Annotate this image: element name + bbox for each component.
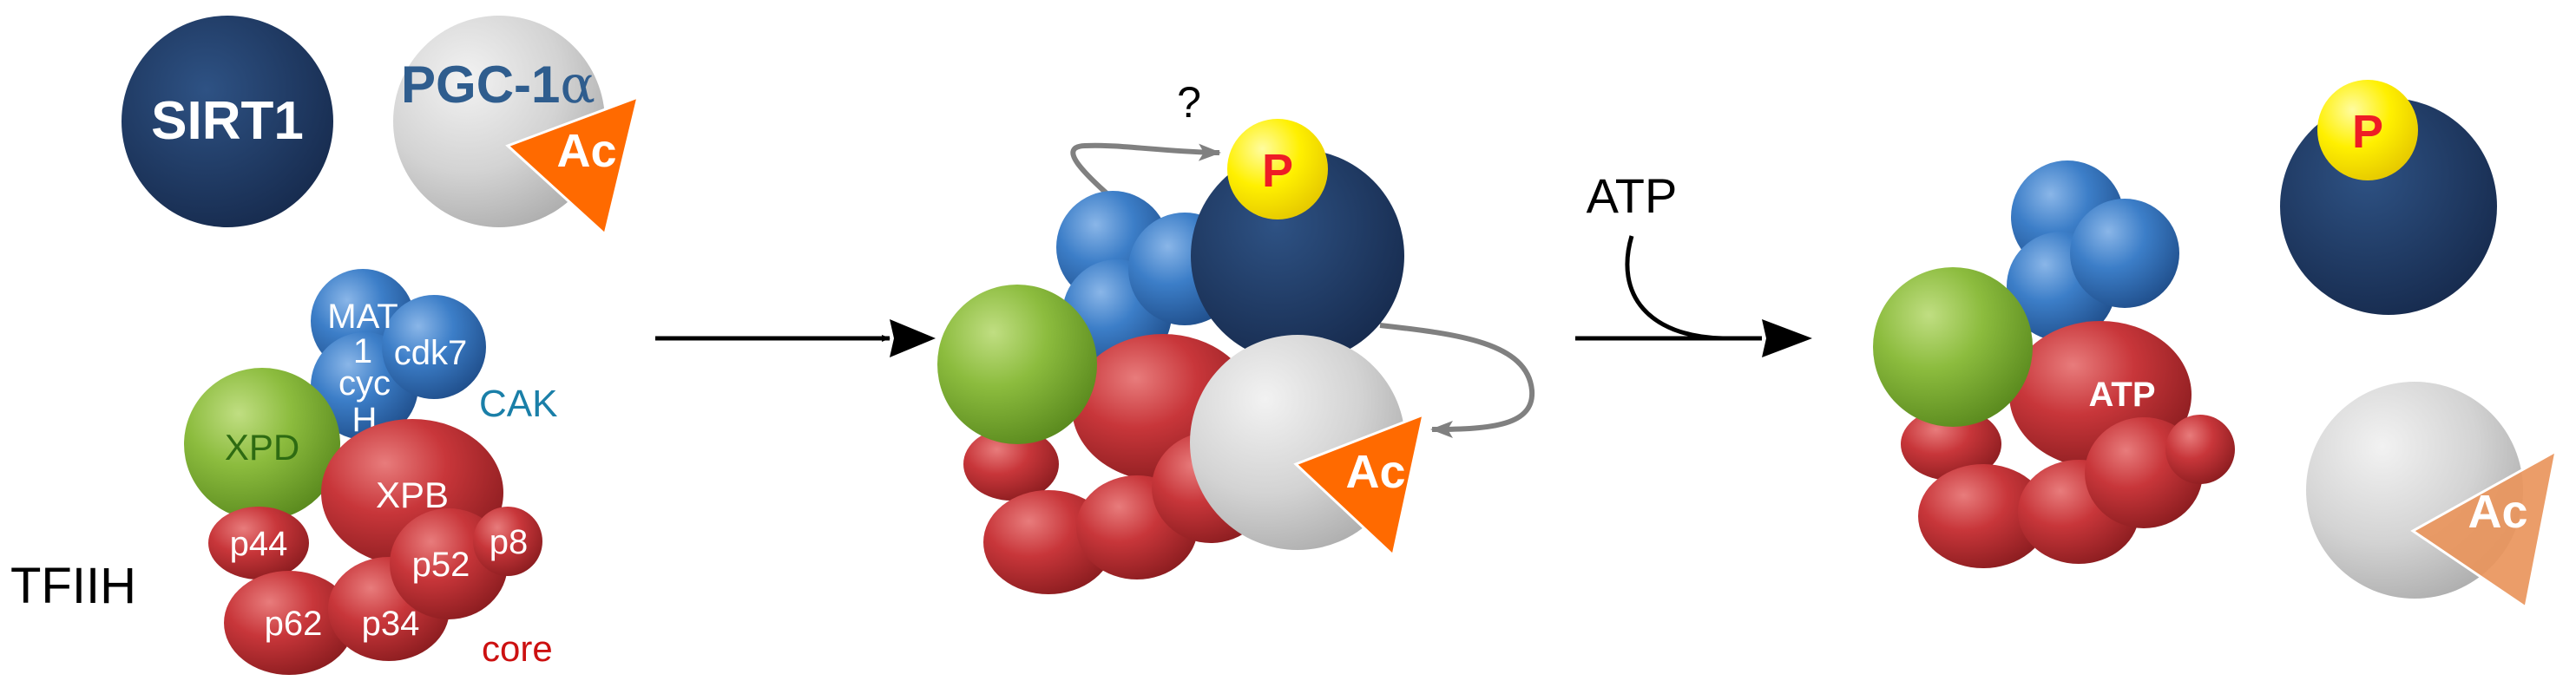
tfiih-core: XPB p44 p62 p34 p52 p8 bbox=[208, 419, 542, 675]
mat-one-label: 1 bbox=[353, 332, 372, 370]
xpb-label: XPB bbox=[376, 475, 449, 515]
released-phospho-circle bbox=[2317, 80, 2418, 180]
released-core-subunit-3 bbox=[1918, 464, 2048, 568]
xpd-subunit bbox=[184, 368, 340, 520]
released-phospho-label: P bbox=[2352, 106, 2383, 158]
tfiih-label: TFIIH bbox=[10, 558, 136, 614]
cak-label: CAK bbox=[479, 383, 557, 425]
mat-label: MAT bbox=[327, 298, 398, 336]
p62-subunit bbox=[224, 571, 354, 675]
bound-atp-label: ATP bbox=[2088, 376, 2155, 414]
sirt1-label: SIRT1 bbox=[151, 91, 304, 151]
sirt1-to-ac-arrow bbox=[1379, 323, 1535, 438]
acetyl-triangle bbox=[505, 95, 641, 237]
p52-label: p52 bbox=[412, 546, 470, 584]
p44-subunit bbox=[208, 507, 309, 579]
cak-subunit-cdk7 bbox=[382, 295, 486, 399]
released-core-subunit-2 bbox=[1901, 408, 2001, 481]
atp-input-label: ATP bbox=[1587, 168, 1678, 223]
p62-label: p62 bbox=[265, 605, 323, 643]
panel-components: SIRT1 PGC-1α Ac MAT 1 cdk7 cyc H CAK XPD bbox=[10, 16, 641, 675]
panel-released: ATP P Ac bbox=[1873, 80, 2559, 610]
question-mark: ? bbox=[1177, 78, 1201, 127]
p8-subunit bbox=[473, 507, 542, 576]
complex-acetyl-triangle bbox=[1293, 412, 1426, 558]
sirt1-circle bbox=[122, 16, 333, 227]
released-xpd-subunit bbox=[1873, 267, 2033, 427]
p44-label: p44 bbox=[230, 525, 288, 563]
cdk7-label: cdk7 bbox=[394, 334, 468, 372]
p8-label: p8 bbox=[490, 523, 529, 561]
complex-phospho-circle bbox=[1227, 119, 1328, 219]
complex-xpd-subunit bbox=[937, 285, 1097, 444]
panel-complex: P Ac ? bbox=[937, 78, 1535, 594]
p34-label: p34 bbox=[362, 605, 420, 643]
pgc1a-label: PGC-1α bbox=[401, 55, 595, 115]
released-cak-subunit-3 bbox=[2070, 199, 2179, 308]
cyc-label: cyc bbox=[338, 364, 391, 403]
complex-core-subunit-2 bbox=[963, 428, 1059, 501]
core-label: core bbox=[482, 628, 553, 669]
assembly-arrowhead bbox=[890, 319, 936, 357]
released-acetyl-label: Ac bbox=[2468, 486, 2527, 538]
xpd-label: XPD bbox=[225, 427, 299, 468]
released-core-subunit-6 bbox=[2165, 415, 2235, 484]
release-arrowhead bbox=[1762, 319, 1812, 357]
complex-acetyl-label: Ac bbox=[1345, 446, 1405, 498]
cak-module: MAT 1 cdk7 cyc H bbox=[311, 269, 486, 440]
complex-phospho-label: P bbox=[1262, 145, 1293, 197]
atp-input-curve bbox=[1625, 235, 1724, 341]
acetyl-label: Ac bbox=[556, 125, 616, 177]
alpha-symbol: α bbox=[560, 55, 595, 115]
released-acetyl-triangle bbox=[2410, 448, 2559, 610]
